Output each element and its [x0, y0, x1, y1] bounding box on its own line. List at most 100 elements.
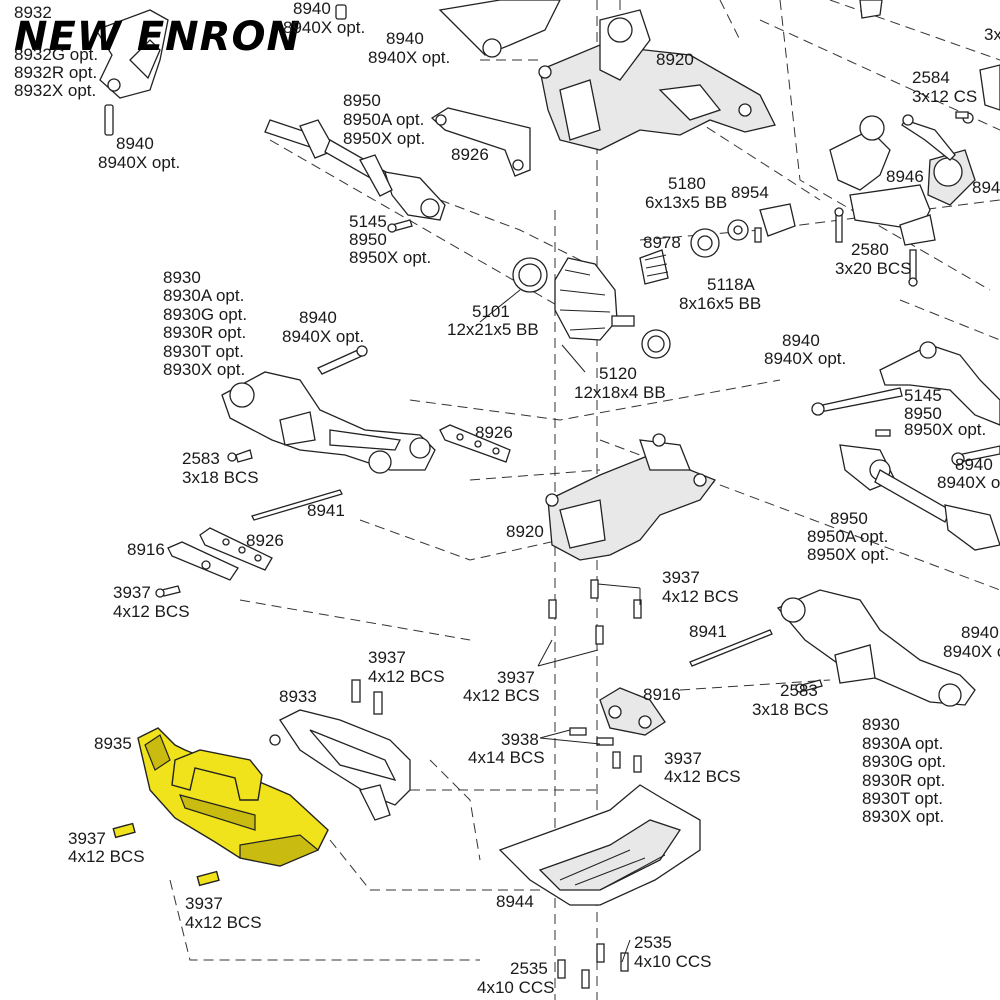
- part-label-l5101: 5101: [472, 302, 510, 321]
- lower-arm-8930-left: [221, 371, 436, 474]
- part-label-l3937b: 3937: [113, 583, 151, 602]
- part-label-l8950aa: 8950A opt.: [343, 110, 424, 129]
- part-label-l8920b: 8920: [506, 522, 544, 541]
- mount-8916-left: [155, 527, 273, 598]
- leader-lines: [479, 289, 641, 963]
- upper-arm-right: [879, 341, 1000, 426]
- mount-8916-right: [569, 687, 666, 773]
- part-label-l3x12: 3x12 CS: [912, 87, 977, 106]
- part-label-l8930rb: 8930R opt.: [862, 771, 945, 790]
- part-label-l8940xd: 8940X opt.: [282, 327, 364, 346]
- part-label-l4x10b: 4x10 CCS: [477, 978, 554, 997]
- part-label-l8940c: 8940: [116, 134, 154, 153]
- part-label-l8930tb: 8930T opt.: [862, 789, 943, 808]
- part-label-l5180: 5180: [668, 174, 706, 193]
- part-label-l8940f: 8940: [955, 455, 993, 474]
- hinge-pins: [104, 4, 1000, 466]
- part-label-l8916a: 8916: [127, 540, 165, 559]
- part-label-l8940xc: 8940X opt.: [98, 153, 180, 172]
- part-label-l8954: 8954: [731, 183, 769, 202]
- upper-arm-top: [438, 0, 561, 58]
- part-label-l8950xb: 8950X opt.: [349, 248, 431, 267]
- part-label-l8940d: 8940: [299, 308, 337, 327]
- part-label-l8930gb: 8930G opt.: [862, 752, 946, 771]
- part-label-l8950c: 8950: [904, 404, 942, 423]
- part-label-l2535a: 2535: [634, 933, 672, 952]
- steering-8946: [829, 0, 1000, 246]
- part-label-l3937a: 3937: [662, 568, 700, 587]
- part-label-l2535b: 2535: [510, 959, 548, 978]
- part-label-l3937e: 3937: [664, 749, 702, 768]
- part-label-l8950a: 8950: [343, 91, 381, 110]
- part-label-l4x14: 4x14 BCS: [468, 748, 545, 767]
- part-label-l8950ad: 8950A opt.: [807, 527, 888, 546]
- part-label-l8940a: 8940: [293, 0, 331, 18]
- part-label-l8932g: 8932G opt.: [14, 45, 98, 64]
- part-label-l8946: 8946: [886, 167, 924, 186]
- part-label-l3937c: 3937: [368, 648, 406, 667]
- lower-arm-8930-right: [689, 589, 976, 707]
- brand-watermark: NEW ENRON: [14, 14, 301, 60]
- gearbox-components: [512, 203, 796, 359]
- part-label-l8932a: 8932: [14, 3, 52, 22]
- part-label-l2583a: 2583: [182, 449, 220, 468]
- part-label-l4x12d: 4x12 BCS: [463, 686, 540, 705]
- part-label-l8944: 8944: [496, 892, 534, 911]
- link-8926-top: [430, 107, 531, 177]
- driveshaft-8950-right: [839, 429, 1000, 551]
- part-label-l8940b: 8940: [386, 29, 424, 48]
- part-label-l3937g: 3937: [185, 894, 223, 913]
- part-label-l8940xf: 8940X op: [937, 473, 1000, 492]
- part-label-l8930xb: 8930X opt.: [862, 807, 944, 826]
- part-label-l8941b: 8941: [689, 622, 727, 641]
- part-label-l8932x: 8932X opt.: [14, 81, 96, 100]
- part-label-l4x12b: 4x12 BCS: [113, 602, 190, 621]
- part-label-l3938: 3938: [501, 730, 539, 749]
- upright-8932: [95, 9, 169, 99]
- skid-plate-8944: [498, 784, 701, 989]
- part-label-l8933: 8933: [279, 687, 317, 706]
- part-label-l5120: 5120: [599, 364, 637, 383]
- part-label-l8950d: 8950: [830, 509, 868, 528]
- part-label-l8926a: 8926: [451, 145, 489, 164]
- part-label-l8940xe: 8940X opt.: [764, 349, 846, 368]
- assembly-guide-lines: [169, 0, 1000, 1000]
- part-label-l3937f: 3937: [68, 829, 106, 848]
- part-label-l3x20: 3x20 BCS: [835, 259, 912, 278]
- part-label-l8950xa: 8950X opt.: [343, 129, 425, 148]
- part-label-l8930ga: 8930G opt.: [163, 305, 247, 324]
- housing-screws: [548, 579, 642, 645]
- part-label-l4x12a: 4x12 BCS: [662, 587, 739, 606]
- part-label-l8950b: 8950: [349, 230, 387, 249]
- part-label-l8932r: 8932R opt.: [14, 63, 97, 82]
- part-label-l2580: 2580: [851, 240, 889, 259]
- part-label-l6x13: 6x13x5 BB: [645, 193, 727, 212]
- part-label-l4x12f: 4x12 BCS: [68, 847, 145, 866]
- part-label-l8950xc: 8950X opt.: [904, 420, 986, 439]
- part-label-l8916b: 8916: [643, 685, 681, 704]
- part-label-l8978: 8978: [643, 233, 681, 252]
- part-label-l8950xd: 8950X opt.: [807, 545, 889, 564]
- housing-8920-top: [538, 9, 776, 151]
- part-label-l894: 894: [972, 178, 1000, 197]
- part-label-l8x16: 8x16x5 BB: [679, 294, 761, 313]
- part-label-l8930b: 8930: [862, 715, 900, 734]
- driveshaft-8950-top: [264, 119, 446, 221]
- part-label-l3937d: 3937: [497, 668, 535, 687]
- pin-8941-left: [251, 489, 343, 521]
- small-screws-top: [387, 111, 974, 287]
- housing-8920-lower: [545, 433, 717, 561]
- part-label-l3x18a: 3x18 BCS: [182, 468, 259, 487]
- front-bumper-8935-highlighted: [112, 727, 329, 887]
- part-label-l8930ta: 8930T opt.: [163, 342, 244, 361]
- part-label-l8926b: 8926: [475, 423, 513, 442]
- part-label-l8930ab: 8930A opt.: [862, 734, 943, 753]
- part-label-l8920a: 8920: [656, 50, 694, 69]
- part-label-l8940xa: 8940X opt.: [283, 18, 365, 37]
- part-label-l3x: 3x: [984, 25, 1000, 44]
- part-label-l3x18b: 3x18 BCS: [752, 700, 829, 719]
- part-label-l8935: 8935: [94, 734, 132, 753]
